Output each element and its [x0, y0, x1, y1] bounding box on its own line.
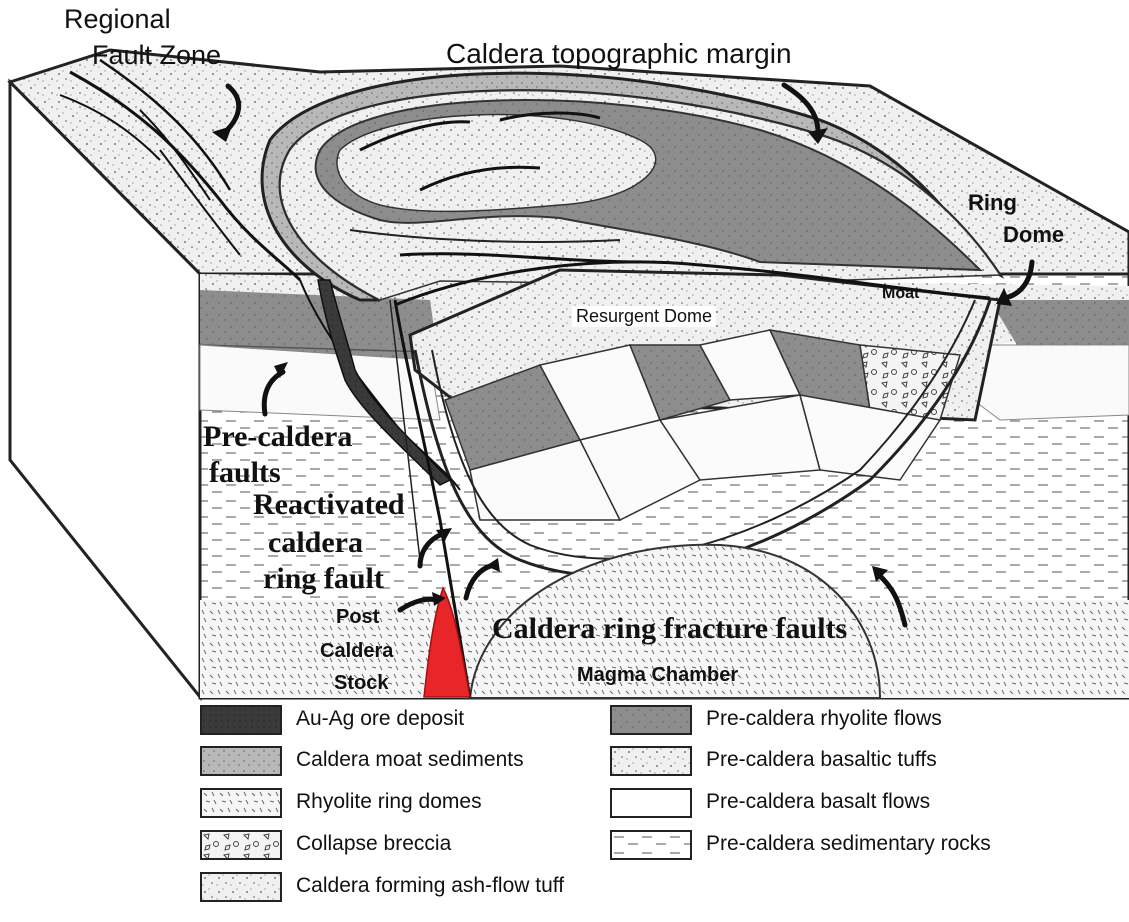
ring-dome-label: Dome	[1003, 222, 1064, 248]
regional-fault-label: Fault Zone	[92, 40, 221, 71]
pre-caldera-faults-label: faults	[209, 456, 281, 490]
legend-label: Pre-caldera rhyolite flows	[706, 707, 942, 731]
post-caldera-stock-label: Caldera	[320, 640, 393, 663]
post-caldera-stock-label: Stock	[334, 672, 388, 695]
caldera-margin-label: Caldera topographic margin	[446, 38, 792, 70]
legend-swatch	[200, 872, 282, 902]
reactivated-fault-label: caldera	[268, 526, 363, 560]
legend-swatch	[200, 705, 282, 735]
moat-label: Moat	[882, 285, 919, 303]
ring-dome-label: Ring	[968, 190, 1017, 216]
legend-swatch	[200, 788, 282, 818]
legend-label: Pre-caldera basalt flows	[706, 790, 930, 814]
legend-label: Caldera forming ash-flow tuff	[296, 874, 564, 898]
resurgent-dome-label: Resurgent Dome	[572, 306, 716, 327]
legend-label: Pre-caldera sedimentary rocks	[706, 832, 991, 856]
reactivated-fault-label: Reactivated	[253, 488, 405, 522]
legend-swatch	[610, 746, 692, 776]
legend-label: Rhyolite ring domes	[296, 790, 482, 814]
legend-swatch	[200, 830, 282, 860]
pre-caldera-faults-label: Pre-caldera	[203, 420, 352, 454]
legend-swatch	[610, 705, 692, 735]
post-caldera-stock-label: Post	[336, 606, 379, 629]
reactivated-fault-label: ring fault	[263, 562, 384, 596]
legend-label: Collapse breccia	[296, 832, 451, 856]
legend-label: Caldera moat sediments	[296, 748, 524, 772]
legend-label: Pre-caldera basaltic tuffs	[706, 748, 937, 772]
legend-swatch	[610, 830, 692, 860]
magma-chamber-label: Magma Chamber	[577, 664, 738, 687]
legend-swatch	[610, 788, 692, 818]
legend-swatch	[200, 746, 282, 776]
legend-label: Au-Ag ore deposit	[296, 707, 464, 731]
regional-fault-label: Regional	[64, 4, 171, 35]
ring-fracture-label: Caldera ring fracture faults	[492, 612, 847, 646]
